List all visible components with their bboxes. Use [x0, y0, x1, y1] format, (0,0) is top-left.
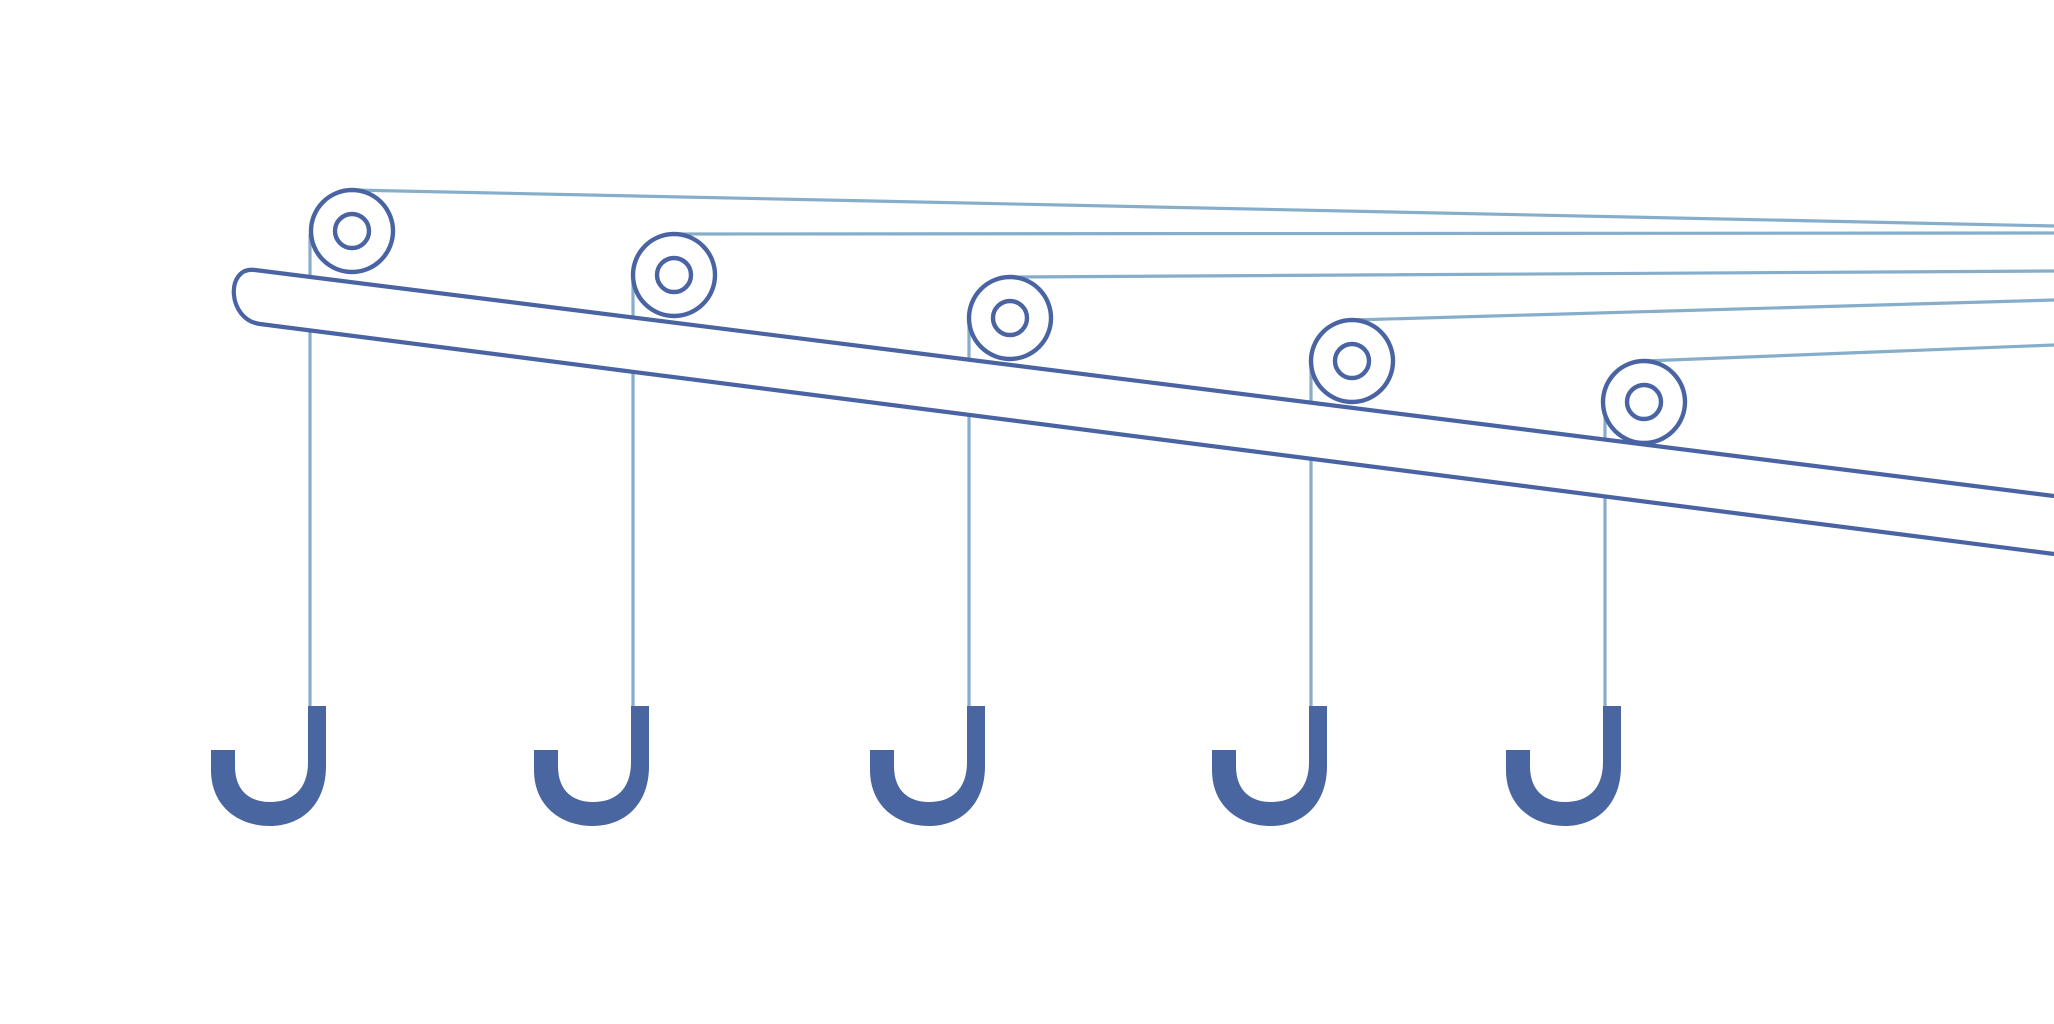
pulley-inner-ring [1332, 341, 1372, 381]
rope-to-right-4 [1350, 298, 2054, 322]
rope-to-right-2 [672, 231, 2054, 236]
rope-to-right-1 [350, 188, 2054, 228]
pulley-icon [630, 231, 718, 319]
pulley-inner-ring [1624, 382, 1664, 422]
hook-icon [534, 706, 649, 826]
pulley-inner-ring [990, 298, 1030, 338]
pulley-icon [1600, 358, 1688, 446]
hook-icon [1212, 706, 1327, 826]
pulley-inner-ring [654, 255, 694, 295]
slanted-bar [231, 267, 2054, 557]
pulley-icon [1308, 317, 1396, 405]
pulley-icon [308, 187, 396, 275]
hooks [211, 706, 1621, 826]
hook-icon [1506, 706, 1621, 826]
pulley-icon [966, 274, 1054, 362]
pulleys [308, 187, 1688, 446]
ropes [308, 188, 2054, 712]
hook-icon [870, 706, 985, 826]
hook-icon [211, 706, 326, 826]
rope-to-right-3 [1008, 269, 2054, 279]
rope-to-right-5 [1642, 343, 2054, 363]
pulley-inner-ring [332, 211, 372, 251]
